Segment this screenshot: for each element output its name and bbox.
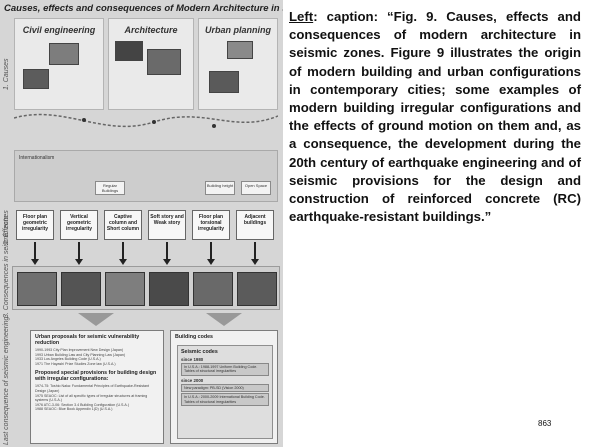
building-thumbnail [209,71,239,93]
code-since-label: since 1980 [181,357,204,362]
page-number: 863 [538,419,552,428]
damage-photo [237,272,277,306]
chevron-down-icon [78,313,114,326]
urban-proposal-item: 1933 Los Angeles Building Code (U.S.A.) [35,357,101,362]
damage-photo [61,272,101,306]
down-arrow-icon [163,242,171,265]
down-arrow-icon [75,242,83,265]
figure-caption: Left: caption: “Fig. 9. Causes, effects … [289,8,581,226]
urban-proposals-box: Urban proposals for seismic vulnerabilit… [30,330,164,444]
cause-box: Vertical geometric irregularity [60,210,98,240]
discipline-title: Urban planning [205,25,271,35]
cause-box: Soft story and Weak story [148,210,186,240]
damage-photo [149,272,189,306]
urban-proposal-item: 1993 Urban Building Law and City Plannin… [35,352,126,357]
code-since-label: since 2000 [181,377,204,383]
seismic-codes-title: Seismic codes [181,349,218,355]
special-provisions-title: Proposed special provisions for building… [35,370,157,383]
special-provision-item: 1975 SEAOC: List of all specific types o… [35,393,148,403]
seismic-codes-panel: Seismic codes since 1980 In U.S.A.: 1988… [177,345,273,439]
cause-box: Adjacent buildings [236,210,274,240]
cause-box: Captive column and Short column [104,210,142,240]
sidebar-label-last-consequence: Last consequence of seismic engineering [3,316,10,445]
band-box: Open Space [241,181,271,195]
discipline-panel-architecture: Architecture [108,18,194,110]
special-provision-item: 1976 ATC-3-06: Section 3.4 Building Conf… [35,402,130,407]
figure-image: Causes, effects and consequences of Mode… [0,0,283,447]
damage-photo [105,272,145,306]
building-thumbnail [147,49,181,75]
band-box: Regular Buildings [95,181,125,195]
down-arrow-icon [119,242,127,265]
figure-title: Causes, effects and consequences of Mode… [4,3,283,14]
down-arrow-icon [31,242,39,265]
cause-box: Floor plan torsional irregularity [192,210,230,240]
code-entry: In U.S.A.: 1988-1997 Uniform Building Co… [181,363,269,376]
down-arrow-icon [207,242,215,265]
caption-body: : caption: “Fig. 9. Causes, effects and … [289,9,581,225]
sidebar-label-consequences: 3. Consequences in seismic zones [3,210,10,318]
discipline-title: Civil engineering [22,25,96,35]
special-provision-item: 1974-75: Toshio Naka: Fundamental Princi… [35,384,149,393]
sidebar-label-causes: 1. Causes [3,58,10,90]
urban-proposal-item: 1971 The Hayashi Prize Studies Zone law … [35,361,116,366]
internationalism-band: Internationalism Regular Buildings Build… [14,150,278,202]
timeline-curve [14,113,278,128]
urban-proposal-item: 1990-1993 City Plan Improvement New Desi… [35,348,124,352]
building-thumbnail [49,43,79,65]
band-box: Building height [205,181,235,195]
cause-box: Floor plan geometric irregularity [16,210,54,240]
damage-photo [193,272,233,306]
discipline-title: Architecture [124,25,178,35]
building-thumbnail [227,41,253,59]
discipline-panel-urban-planning: Urban planning [198,18,278,110]
building-thumbnail [115,41,143,61]
chevron-down-icon [206,313,242,326]
band-label: Internationalism [19,155,55,161]
code-entry: New paradigm: PB-SD (Vision 2000) [181,383,269,393]
building-thumbnail [23,69,49,89]
urban-proposals-title: Urban proposals for seismic vulnerabilit… [35,334,140,346]
caption-lead: Left [289,9,314,24]
building-codes-title: Building codes [175,334,213,340]
damage-photo [17,272,57,306]
special-provision-item: 1988 SEAOC: Blue Book Appendix 1(D) (U.S… [35,407,113,412]
code-entry: In U.S.A.: 2000-2009 International Build… [181,393,269,407]
discipline-panel-civil-engineering: Civil engineering [14,18,104,110]
down-arrow-icon [251,242,259,265]
building-codes-box: Building codes Seismic codes since 1980 … [170,330,278,444]
earthquake-effects-photo-strip [12,266,280,310]
